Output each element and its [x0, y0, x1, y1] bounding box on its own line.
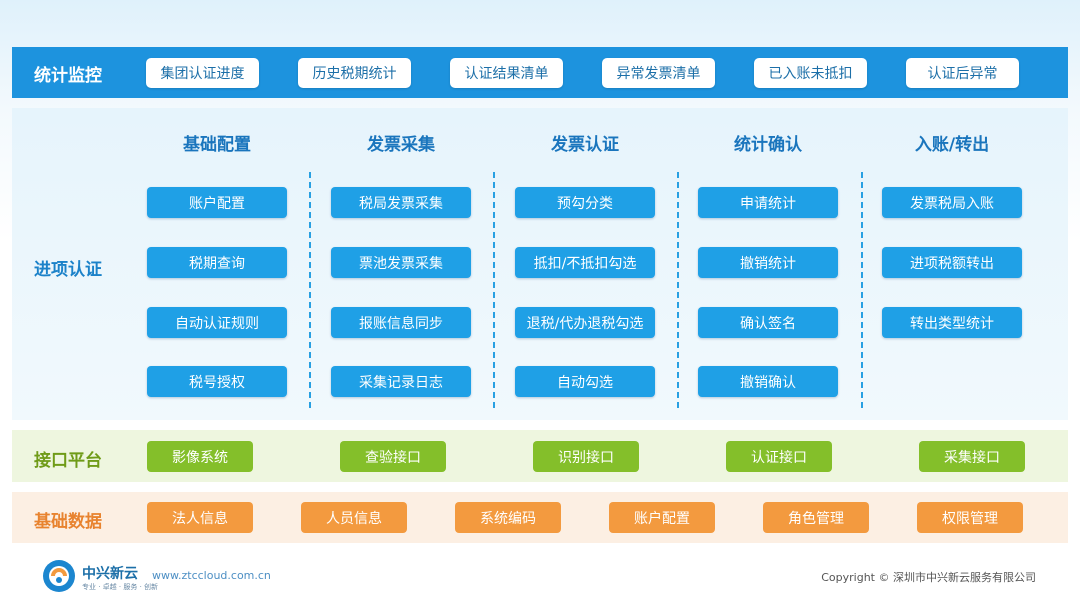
item-pre-check-classify[interactable]: 预勾分类	[515, 187, 655, 218]
stats-item-abnormal-invoices[interactable]: 异常发票清单	[602, 58, 715, 88]
column-header-invoice-certification: 发票认证	[551, 135, 619, 155]
brand-slogan: 专业 · 卓越 · 服务 · 创新	[82, 583, 159, 591]
website-link[interactable]: www.ztccloud.com.cn	[152, 569, 271, 582]
interface-item-recognition-api[interactable]: 识别接口	[533, 441, 639, 472]
item-revoke-statistics[interactable]: 撤销统计	[698, 247, 838, 278]
copyright-text: Copyright © 深圳市中兴新云服务有限公司	[821, 571, 1036, 584]
column-header-booking-transfer: 入账/转出	[914, 135, 990, 155]
input-band-label: 进项认证	[34, 260, 102, 280]
base-item-legal-entity[interactable]: 法人信息	[147, 502, 253, 533]
item-tax-period-query[interactable]: 税期查询	[147, 247, 287, 278]
base-item-personnel[interactable]: 人员信息	[301, 502, 407, 533]
interface-item-verify-api[interactable]: 查验接口	[340, 441, 446, 472]
item-apply-statistics[interactable]: 申请统计	[698, 187, 838, 218]
item-tax-bureau-collection[interactable]: 税局发票采集	[331, 187, 471, 218]
stats-band-label: 统计监控	[34, 66, 102, 86]
item-invoice-pool-collection[interactable]: 票池发票采集	[331, 247, 471, 278]
column-header-invoice-collection: 发票采集	[367, 135, 435, 155]
brand-name: 中兴新云	[82, 566, 138, 582]
column-divider	[309, 172, 311, 408]
stats-item-history-period[interactable]: 历史税期统计	[298, 58, 411, 88]
stats-item-group-progress[interactable]: 集团认证进度	[146, 58, 259, 88]
item-transfer-type-stats[interactable]: 转出类型统计	[882, 307, 1022, 338]
stats-item-post-cert-abnormal[interactable]: 认证后异常	[906, 58, 1019, 88]
interface-band-label: 接口平台	[34, 451, 102, 471]
item-revoke-confirmation[interactable]: 撤销确认	[698, 366, 838, 397]
interface-item-imaging-system[interactable]: 影像系统	[147, 441, 253, 472]
base-data-band: 基础数据 法人信息 人员信息 系统编码 账户配置 角色管理 权限管理	[12, 492, 1068, 543]
base-item-account-config[interactable]: 账户配置	[609, 502, 715, 533]
interface-item-collection-api[interactable]: 采集接口	[919, 441, 1025, 472]
company-logo-icon	[43, 560, 75, 592]
base-data-band-label: 基础数据	[34, 512, 102, 532]
item-invoice-booking[interactable]: 发票税局入账	[882, 187, 1022, 218]
stats-item-booked-not-deducted[interactable]: 已入账未抵扣	[754, 58, 867, 88]
interface-platform-band: 接口平台 影像系统 查验接口 识别接口 认证接口 采集接口	[12, 430, 1068, 482]
interface-item-certification-api[interactable]: 认证接口	[726, 441, 832, 472]
column-header-basic-config: 基础配置	[183, 135, 251, 155]
item-auto-select[interactable]: 自动勾选	[515, 366, 655, 397]
column-header-stats-confirm: 统计确认	[734, 135, 802, 155]
item-tax-refund-select[interactable]: 退税/代办退税勾选	[515, 307, 655, 338]
item-account-config[interactable]: 账户配置	[147, 187, 287, 218]
base-item-role-management[interactable]: 角色管理	[763, 502, 869, 533]
column-divider	[493, 172, 495, 408]
item-expense-info-sync[interactable]: 报账信息同步	[331, 307, 471, 338]
item-collection-log[interactable]: 采集记录日志	[331, 366, 471, 397]
input-certification-band: 进项认证 基础配置 发票采集 发票认证 统计确认 入账/转出 账户配置 税期查询…	[12, 108, 1068, 420]
column-divider	[861, 172, 863, 408]
base-item-system-code[interactable]: 系统编码	[455, 502, 561, 533]
item-deduct-select[interactable]: 抵扣/不抵扣勾选	[515, 247, 655, 278]
column-divider	[677, 172, 679, 408]
item-input-tax-transfer[interactable]: 进项税额转出	[882, 247, 1022, 278]
stats-item-result-list[interactable]: 认证结果清单	[450, 58, 563, 88]
item-confirm-signature[interactable]: 确认签名	[698, 307, 838, 338]
item-auto-cert-rules[interactable]: 自动认证规则	[147, 307, 287, 338]
item-tax-id-authorization[interactable]: 税号授权	[147, 366, 287, 397]
stats-monitor-band: 统计监控 集团认证进度 历史税期统计 认证结果清单 异常发票清单 已入账未抵扣 …	[12, 47, 1068, 98]
base-item-permission-management[interactable]: 权限管理	[917, 502, 1023, 533]
